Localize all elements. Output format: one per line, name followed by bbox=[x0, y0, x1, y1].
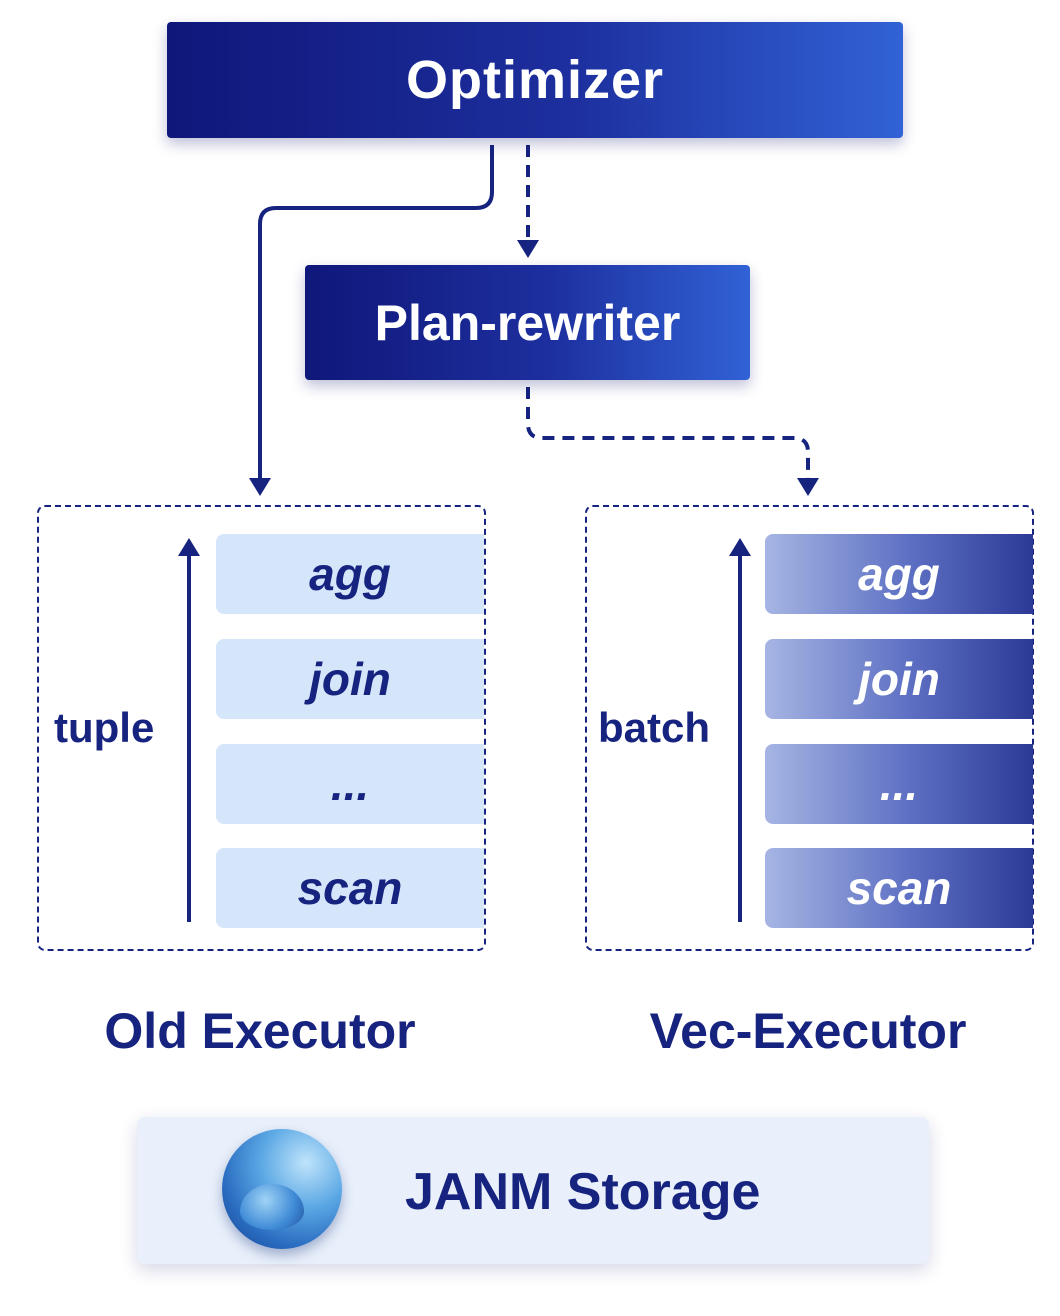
vec-operator-ellipsis: ... bbox=[765, 744, 1033, 824]
old-operator-ellipsis: ... bbox=[216, 744, 484, 824]
vec-executor-frame bbox=[585, 505, 1034, 951]
plan-rewriter-label: Plan-rewriter bbox=[374, 294, 681, 351]
vec-operator-agg: agg bbox=[765, 534, 1033, 614]
tuple-label: tuple bbox=[54, 704, 155, 751]
old-executor-title: Old Executor bbox=[104, 1003, 416, 1059]
optimizer-label: Optimizer bbox=[405, 50, 665, 110]
storage-label: JANM Storage bbox=[405, 1163, 761, 1221]
optimizer-box: Optimizer bbox=[167, 22, 903, 138]
old-executor-frame bbox=[37, 505, 486, 951]
rewriter-to-vec-executor-arrow bbox=[526, 387, 810, 478]
storage-logo-icon bbox=[222, 1129, 342, 1249]
optimizer-to-old-executor-arrow bbox=[258, 145, 494, 478]
old-operator-join: join bbox=[216, 639, 484, 719]
old-operator-agg: agg bbox=[216, 534, 484, 614]
plan-rewriter-box: Plan-rewriter bbox=[305, 265, 750, 380]
vec-executor-title: Vec-Executor bbox=[649, 1003, 967, 1059]
vec-operator-join: join bbox=[765, 639, 1033, 719]
batch-label: batch bbox=[598, 704, 711, 751]
vec-operator-scan: scan bbox=[765, 848, 1033, 928]
old-operator-scan: scan bbox=[216, 848, 484, 928]
